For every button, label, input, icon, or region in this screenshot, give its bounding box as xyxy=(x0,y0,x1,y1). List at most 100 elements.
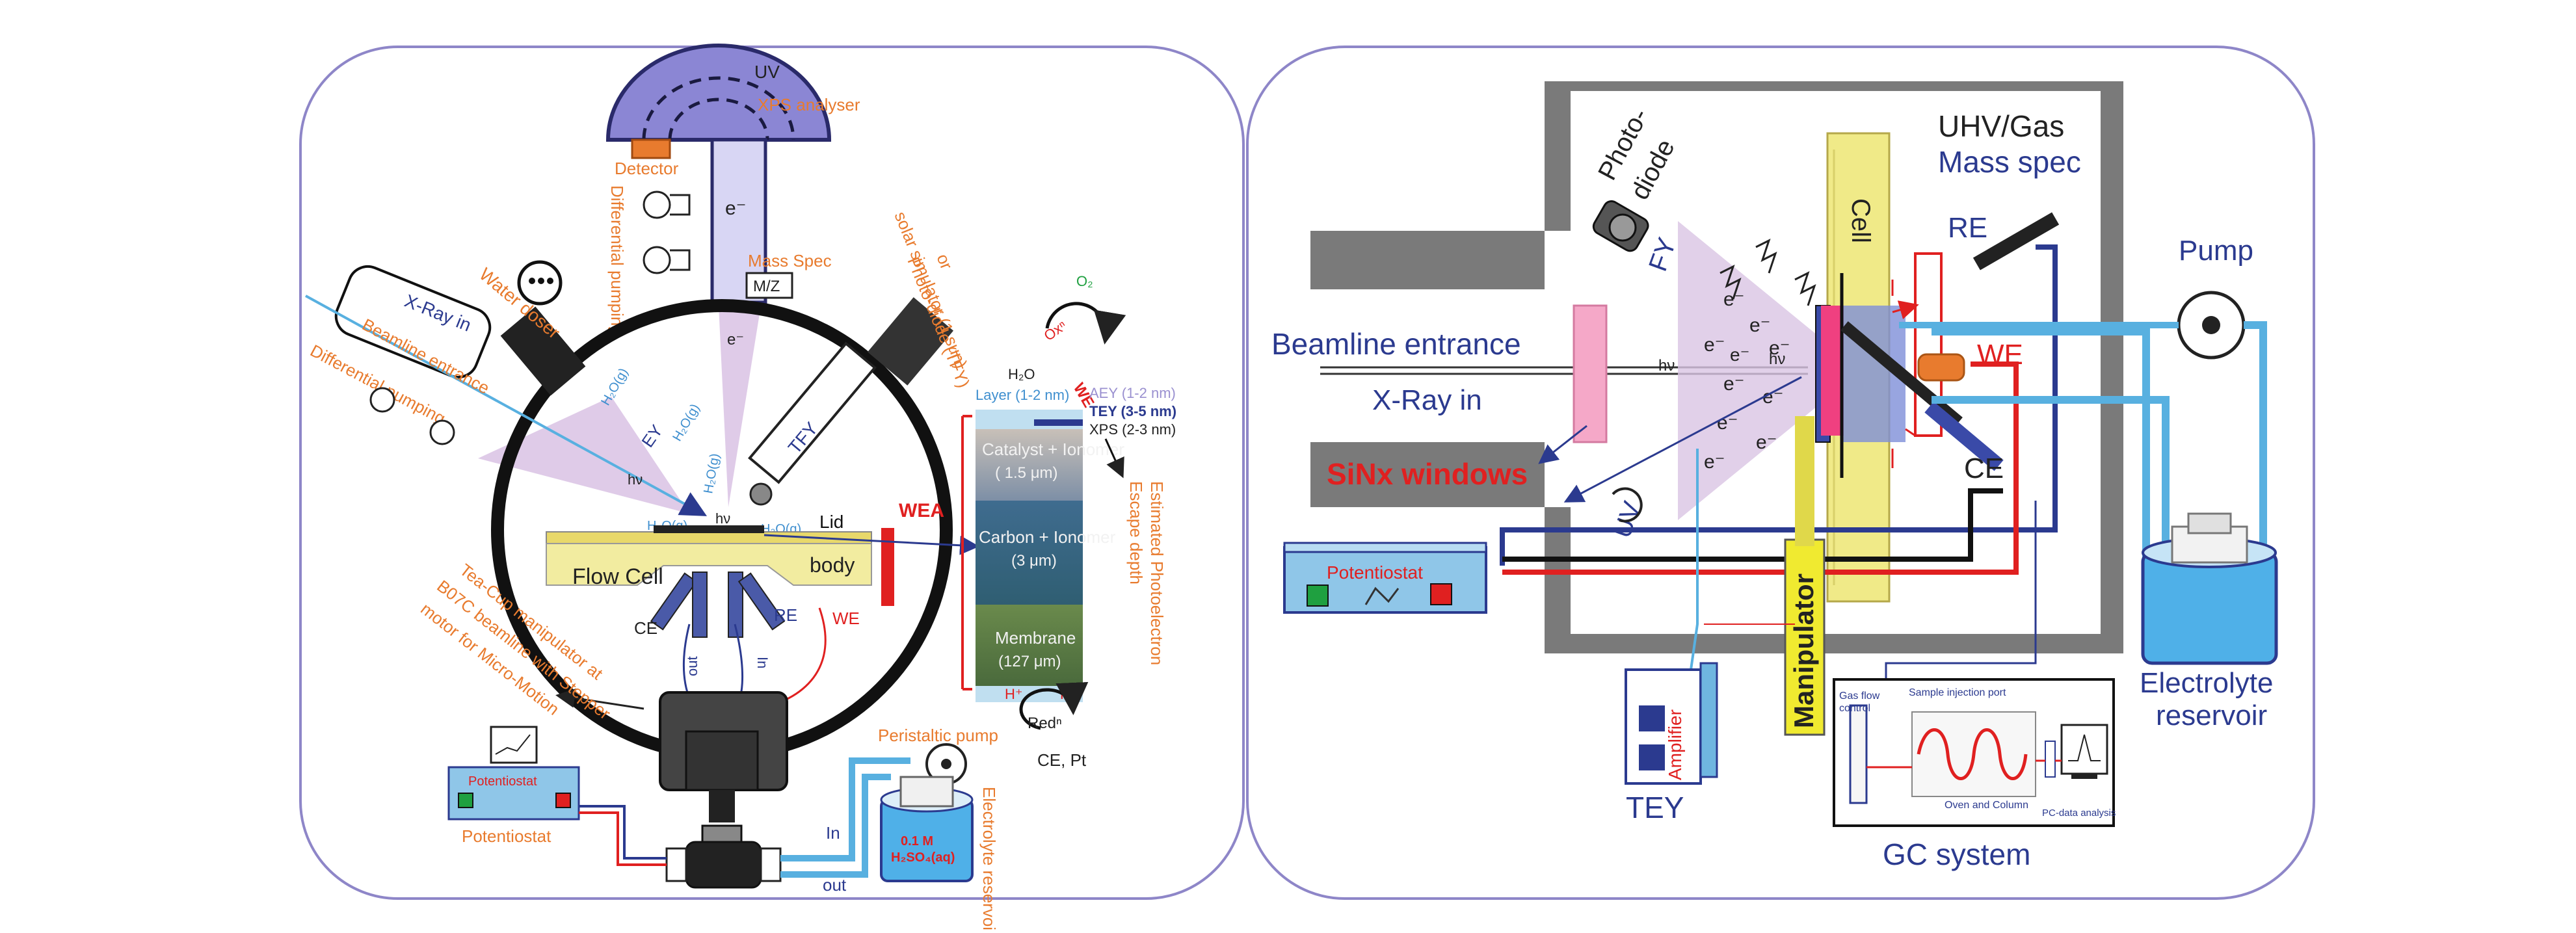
xray-in-label: X-Ray in xyxy=(1372,384,1482,416)
svg-text:e⁻: e⁻ xyxy=(1723,289,1745,310)
aey-label: AEY (1-2 nm) xyxy=(1089,385,1176,401)
o2-label: O₂ xyxy=(1076,273,1093,289)
layer-label: Layer (1-2 nm) xyxy=(976,387,1069,403)
acid-concentration-label: 0.1 M xyxy=(901,834,933,848)
gc-system-label: GC system xyxy=(1883,837,2030,871)
svg-text:e⁻: e⁻ xyxy=(1749,315,1771,336)
hv-label-2: hν xyxy=(1769,350,1785,368)
mz-label: M/Z xyxy=(753,278,780,295)
ce-electrode xyxy=(1924,401,2004,471)
amplifier-label: Amplifier xyxy=(1665,709,1685,780)
membrane-thickness: (127 μm) xyxy=(998,653,1061,670)
ce-label: CE xyxy=(1964,453,2004,484)
catalyst-layer xyxy=(976,429,1083,501)
differential-pump-icons-top xyxy=(643,191,691,274)
acid-formula-label: H₂SO₄(aq) xyxy=(891,850,955,865)
hplus-label: H⁺ xyxy=(1005,686,1023,702)
re-label: RE xyxy=(1948,212,1987,244)
peristaltic-pump-label: Peristaltic pump xyxy=(878,726,998,745)
electrode-blocks xyxy=(650,572,786,638)
hv-label: hν xyxy=(1658,357,1675,375)
cross-section xyxy=(961,410,1083,702)
re-label: RE xyxy=(774,605,797,625)
beamline-entrance-label: Beamline entrance xyxy=(1271,327,1521,361)
electron-symbols: e⁻ e⁻ e⁻ e⁻ e⁻ e⁻ e⁻ e⁻ e⁻ xyxy=(1704,289,1790,473)
differential-pumping-top-label: Differential pumping xyxy=(607,185,627,335)
we-label: WE xyxy=(832,609,860,628)
svg-text:e⁻: e⁻ xyxy=(1704,334,1725,356)
amplifier-box xyxy=(1625,662,1718,785)
h2o-label: H₂O xyxy=(1008,366,1035,382)
tfy-photodiode-icon xyxy=(748,297,953,506)
hv-label: hν xyxy=(628,471,643,488)
sample-window xyxy=(654,525,764,533)
water-doser-icon xyxy=(500,260,586,396)
catalyst-thickness: ( 1.5 μm) xyxy=(995,464,1058,482)
potentiostat-small xyxy=(447,726,580,821)
lid-label: Lid xyxy=(819,512,843,532)
beamline-pipe xyxy=(305,265,708,516)
xray-cone xyxy=(478,397,689,514)
photodiode-icon xyxy=(1592,200,1649,252)
escape-depth-label-2: Escape depth xyxy=(1126,481,1146,585)
oven-column-label: Oven and Column xyxy=(1945,800,2028,811)
ce-pt-label: CE, Pt xyxy=(1037,750,1087,770)
xps-analyser-icon xyxy=(605,44,832,142)
wea-label: WEA xyxy=(899,500,944,521)
electron-cone xyxy=(719,306,761,507)
sinx-window-left xyxy=(1573,304,1608,443)
electrolyte-reservoir-label: Electrolyte reservoir xyxy=(979,787,999,930)
carbon-label: Carbon + Ionomer xyxy=(979,527,1116,547)
we-electrode xyxy=(1917,353,1965,382)
right-panel: Beamline entrance X-Ray in SiNx windows … xyxy=(1246,46,2315,900)
left-panel: UV e⁻ M/Z XPS analyser Detector Mass Spe… xyxy=(299,44,1245,933)
injection-port-label: Sample injection port xyxy=(1909,687,2006,698)
xps-depth-label: XPS (2-3 nm) xyxy=(1089,421,1176,438)
sinx-window-cell xyxy=(1821,306,1844,436)
flow-cell-label: Flow Cell xyxy=(572,564,663,589)
in-label: In xyxy=(826,823,840,843)
potentiostat-box xyxy=(1283,542,1487,614)
pc-data-label: PC-data analysis xyxy=(2042,808,2116,819)
redn-label: Redⁿ xyxy=(1028,715,1062,732)
membrane-label: Membrane xyxy=(995,628,1076,648)
out-label-chamber: out xyxy=(684,656,700,676)
out-label: out xyxy=(823,875,847,895)
xps-analyser-label: XPS analyser xyxy=(758,95,860,114)
membrane-layer xyxy=(976,605,1083,686)
gas-flow-label-1: Gas flow xyxy=(1839,690,1880,702)
electron-column-label: e⁻ xyxy=(727,331,744,348)
electrolyte-label: Electrolyte xyxy=(2140,667,2273,699)
electron-fan xyxy=(1678,221,1821,520)
svg-text:e⁻: e⁻ xyxy=(1723,373,1745,395)
in-label-chamber: In xyxy=(754,657,771,668)
stepper-motor xyxy=(685,841,762,889)
uv-small-label: UV xyxy=(754,62,780,82)
cell-label: Cell xyxy=(1846,198,1875,243)
manipulator-bar xyxy=(1784,538,1826,736)
uhv-gas-label: UHV/Gas xyxy=(1938,109,2064,143)
wea-bar xyxy=(881,528,894,606)
wea-arrow xyxy=(764,534,979,555)
carbon-layer xyxy=(976,501,1083,605)
gas-flow-label-2: control xyxy=(1839,703,1870,714)
body-label: body xyxy=(810,553,855,577)
ce-label: CE xyxy=(634,618,657,638)
uv-lamp-icon xyxy=(1612,487,1643,523)
gc-column-coil xyxy=(1917,728,2028,780)
carbon-thickness: (3 μm) xyxy=(1011,552,1057,570)
reservoir-label: reservoir xyxy=(2156,700,2267,731)
reservoir-beaker xyxy=(2141,551,2278,665)
potentiostat-label: Potentiostat xyxy=(1327,562,1423,583)
mass-spec-label: Mass spec xyxy=(1938,145,2081,179)
flow-cell-body xyxy=(546,543,872,586)
hv-label-2: hν xyxy=(715,510,730,527)
sinx-windows-label: SiNx windows xyxy=(1327,457,1528,491)
electron-label: e⁻ xyxy=(1730,345,1749,365)
potentiostat-box-label: Potentiostat xyxy=(468,774,537,789)
we-contact-box xyxy=(1914,252,1943,437)
svg-text:e⁻: e⁻ xyxy=(1769,337,1790,359)
potentiostat-label: Potentiostat xyxy=(462,826,551,846)
xray-beam-line xyxy=(305,295,708,516)
